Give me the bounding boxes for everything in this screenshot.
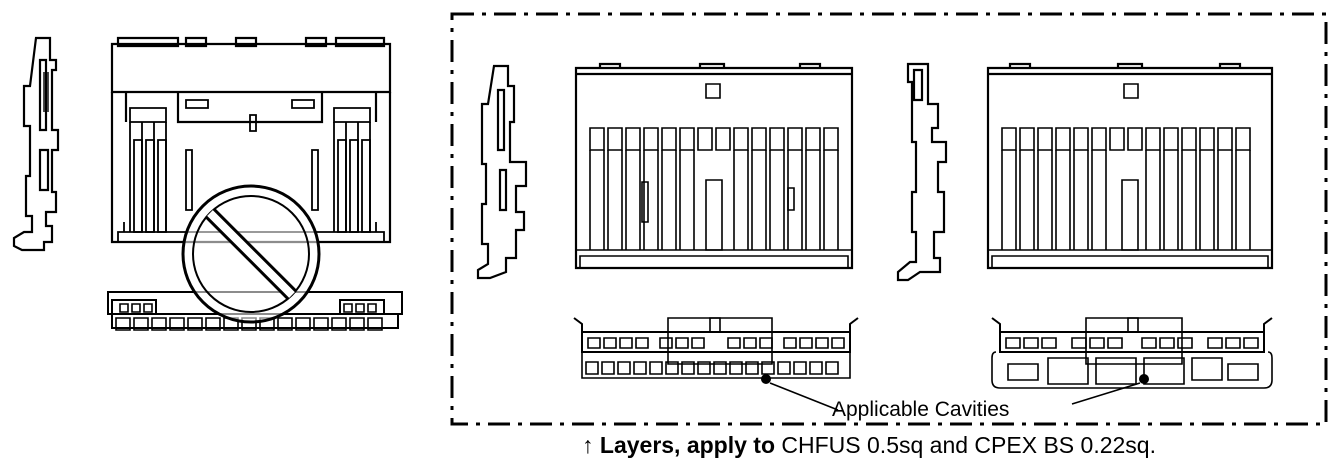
caption: ↑ Layers, apply to CHFUS 0.5sq and CPEX … — [582, 432, 1156, 459]
side-view-applicable-1 — [476, 64, 528, 280]
applicable-frame — [450, 12, 1328, 426]
side-view-applicable-2 — [896, 62, 948, 282]
front-view-left-not-applicable — [110, 36, 392, 244]
applicable-cavities-label: Applicable Cavities — [832, 398, 1009, 421]
caption-bold-prefix: Layers, apply to — [599, 432, 776, 458]
bottom-view-applicable-1 — [573, 317, 859, 384]
bottom-view-applicable-2 — [991, 317, 1273, 389]
callout-leader-lines — [769, 382, 1141, 411]
front-view-applicable-2 — [986, 62, 1274, 270]
front-view-applicable-1 — [574, 62, 854, 270]
side-view-left-not-applicable — [12, 36, 60, 252]
prohibition-icon — [181, 184, 321, 324]
caption-arrow: ↑ — [582, 432, 594, 458]
caption-rest: CHFUS 0.5sq and CPEX BS 0.22sq. — [781, 432, 1156, 458]
